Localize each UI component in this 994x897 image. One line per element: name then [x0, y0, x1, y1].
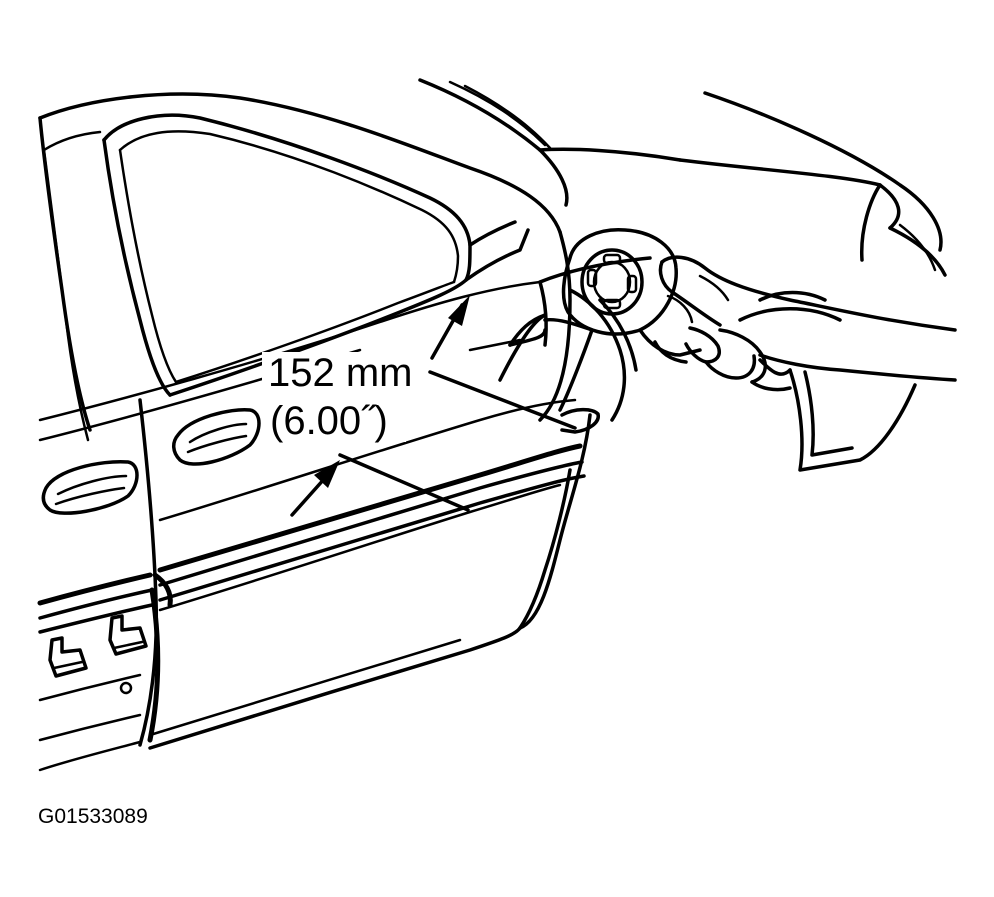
- hood-fender: [418, 78, 947, 472]
- heat-gun-icon: [508, 228, 702, 412]
- hand-icon: [658, 255, 957, 392]
- dimension-imperial-label: (6.00˝): [270, 399, 388, 443]
- body-side-molding: [37, 407, 600, 634]
- front-door: [138, 398, 592, 750]
- dimension-callout: [290, 295, 577, 517]
- dimension-metric-label: 152 mm: [268, 351, 413, 395]
- figure-id: G01533089: [38, 805, 148, 828]
- rear-door: [38, 460, 148, 772]
